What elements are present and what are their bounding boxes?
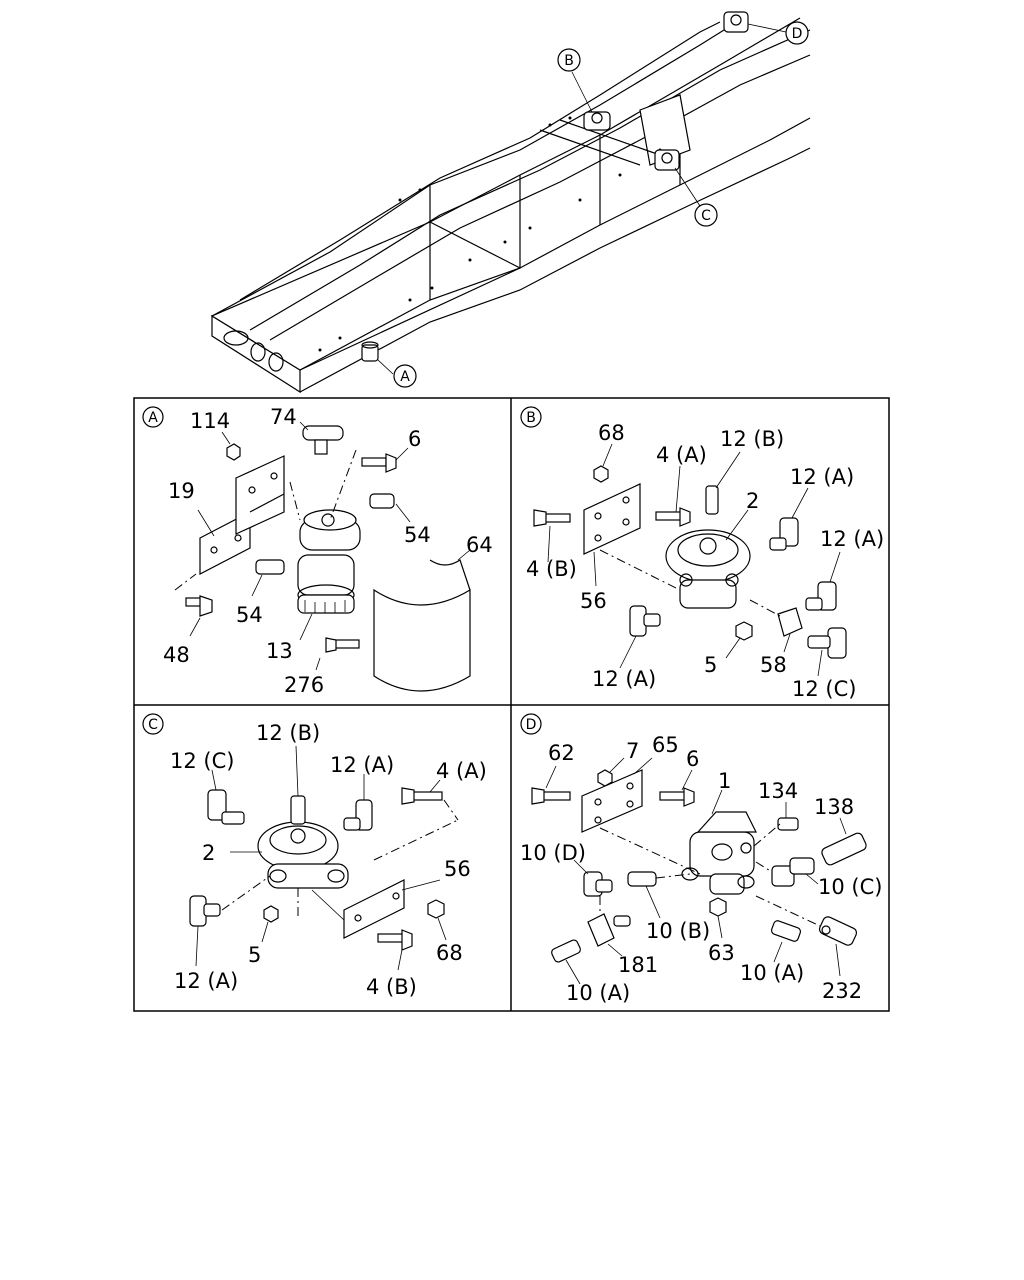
label-c-12a-upper: 12 (A)	[330, 753, 394, 777]
callout-c[interactable]: C	[694, 203, 718, 227]
label-a-6: 6	[408, 427, 421, 451]
panel-b: B	[520, 406, 884, 701]
label-a-114: 114	[190, 409, 230, 433]
panel-d-badge: D	[520, 713, 542, 735]
label-d-134: 134	[758, 779, 798, 803]
label-c-12a-lower: 12 (A)	[174, 969, 238, 993]
label-a-74: 74	[270, 405, 297, 429]
label-c-68: 68	[436, 941, 463, 965]
label-b-4a: 4 (A)	[656, 443, 707, 467]
svg-text:D: D	[526, 717, 537, 733]
label-d-181: 181	[618, 953, 658, 977]
label-b-68: 68	[598, 421, 625, 445]
label-a-276: 276	[284, 673, 324, 697]
label-d-138: 138	[814, 795, 854, 819]
label-b-56: 56	[580, 589, 607, 613]
label-b-12a-right: 12 (A)	[820, 527, 884, 551]
detail-grid	[133, 397, 890, 1012]
svg-text:B: B	[564, 53, 574, 69]
chassis-frame-overview	[210, 11, 811, 394]
label-d-65: 65	[652, 733, 679, 757]
label-d-1: 1	[718, 769, 731, 793]
label-b-2: 2	[746, 489, 759, 513]
label-c-12b: 12 (B)	[256, 721, 320, 745]
label-a-54-upper: 54	[404, 523, 431, 547]
label-d-10a-right: 10 (A)	[740, 961, 804, 985]
callout-d[interactable]: D	[785, 21, 809, 45]
label-b-12a-upper: 12 (A)	[790, 465, 854, 489]
panel-c-badge: C	[142, 713, 164, 735]
svg-text:D: D	[792, 26, 803, 42]
label-a-64: 64	[466, 533, 493, 557]
label-c-56: 56	[444, 857, 471, 881]
label-d-62: 62	[548, 741, 575, 765]
label-c-4a: 4 (A)	[436, 759, 487, 783]
label-b-4b: 4 (B)	[526, 557, 577, 581]
label-d-10a-left: 10 (A)	[566, 981, 630, 1005]
label-d-10b: 10 (B)	[646, 919, 710, 943]
label-c-4b: 4 (B)	[366, 975, 417, 999]
label-a-13: 13	[266, 639, 293, 663]
label-a-48: 48	[163, 643, 190, 667]
label-d-232: 232	[822, 979, 862, 1003]
label-d-10c: 10 (C)	[818, 875, 882, 899]
svg-text:C: C	[701, 208, 711, 224]
label-b-12b: 12 (B)	[720, 427, 784, 451]
label-a-19: 19	[168, 479, 195, 503]
panel-b-badge: B	[520, 406, 542, 428]
label-c-12c: 12 (C)	[170, 749, 234, 773]
callout-a[interactable]: A	[393, 364, 417, 388]
panel-d: D	[520, 713, 882, 1005]
label-a-54-lower: 54	[236, 603, 263, 627]
svg-text:A: A	[400, 369, 410, 385]
panel-a: A	[142, 405, 493, 697]
label-d-10d: 10 (D)	[520, 841, 586, 865]
callout-b[interactable]: B	[557, 48, 581, 72]
panel-c: C	[142, 713, 487, 999]
label-b-5: 5	[704, 653, 717, 677]
label-d-63: 63	[708, 941, 735, 965]
label-d-6: 6	[686, 747, 699, 771]
label-b-12a-lower: 12 (A)	[592, 667, 656, 691]
svg-text:C: C	[148, 717, 158, 733]
label-b-58: 58	[760, 653, 787, 677]
svg-text:A: A	[148, 410, 158, 426]
label-c-2: 2	[202, 841, 215, 865]
panel-a-badge: A	[142, 406, 164, 428]
label-d-7: 7	[626, 739, 639, 763]
label-c-5: 5	[248, 943, 261, 967]
label-b-12c: 12 (C)	[792, 677, 856, 701]
svg-text:B: B	[526, 410, 536, 426]
